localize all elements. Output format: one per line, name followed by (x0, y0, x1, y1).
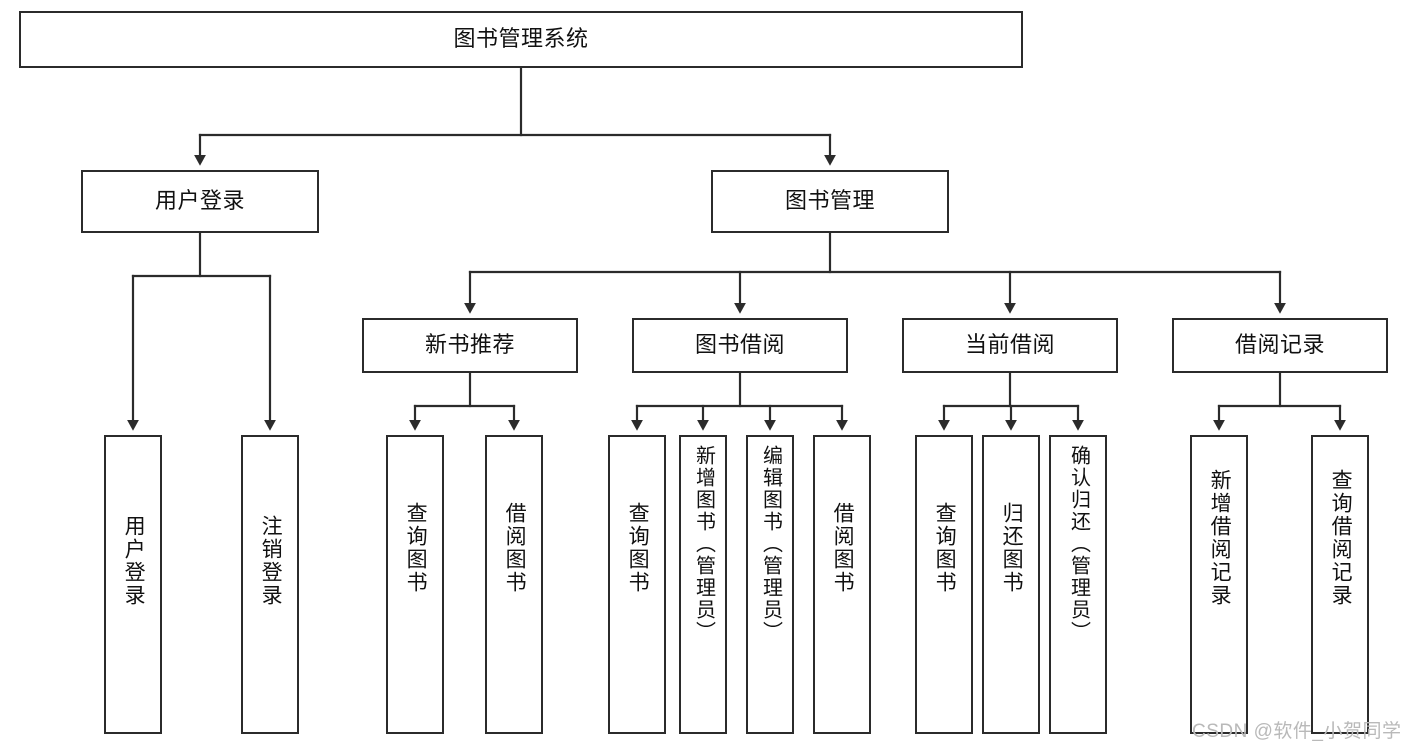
node-book-borrow[interactable]: 图书借阅 (632, 318, 848, 373)
node-leaf-add-record[interactable]: 新增借阅记录 (1190, 435, 1248, 734)
node-leaf-return-book-label: 归还图书 (1000, 502, 1024, 594)
node-new-book-rec[interactable]: 新书推荐 (362, 318, 578, 373)
node-leaf-confirm-return[interactable]: 确认归还（管理员） (1049, 435, 1107, 734)
node-leaf-edit-book[interactable]: 编辑图书（管理员） (746, 435, 794, 734)
node-leaf-query-record[interactable]: 查询借阅记录 (1311, 435, 1369, 734)
node-leaf-query-book-2-label: 查询图书 (626, 502, 650, 594)
node-leaf-borrow-book-1[interactable]: 借阅图书 (485, 435, 543, 734)
node-leaf-confirm-return-label: 确认归还（管理员） (1067, 445, 1090, 643)
node-leaf-query-book-3-label: 查询图书 (933, 502, 957, 594)
node-leaf-user-login-label: 用户登录 (122, 515, 146, 607)
node-current-borrow-label: 当前借阅 (964, 332, 1055, 358)
node-root-label: 图书管理系统 (453, 26, 589, 52)
node-current-borrow[interactable]: 当前借阅 (902, 318, 1118, 373)
node-leaf-add-book-label: 新增图书（管理员） (692, 445, 715, 643)
node-book-manage[interactable]: 图书管理 (711, 170, 949, 233)
node-leaf-borrow-book-2-label: 借阅图书 (831, 502, 855, 594)
node-book-manage-label: 图书管理 (784, 188, 875, 214)
node-leaf-user-login[interactable]: 用户登录 (104, 435, 162, 734)
node-borrow-record[interactable]: 借阅记录 (1172, 318, 1388, 373)
node-user-login-label: 用户登录 (154, 188, 245, 214)
node-leaf-add-record-label: 新增借阅记录 (1208, 469, 1232, 607)
node-leaf-return-book[interactable]: 归还图书 (982, 435, 1040, 734)
node-leaf-query-book-1-label: 查询图书 (404, 502, 428, 594)
node-leaf-user-logout[interactable]: 注销登录 (241, 435, 299, 734)
node-leaf-query-book-3[interactable]: 查询图书 (915, 435, 973, 734)
node-leaf-user-logout-label: 注销登录 (259, 515, 283, 607)
node-leaf-borrow-book-1-label: 借阅图书 (503, 502, 527, 594)
node-leaf-borrow-book-2[interactable]: 借阅图书 (813, 435, 871, 734)
node-root[interactable]: 图书管理系统 (19, 11, 1023, 68)
node-leaf-query-book-2[interactable]: 查询图书 (608, 435, 666, 734)
node-user-login[interactable]: 用户登录 (81, 170, 319, 233)
node-leaf-edit-book-label: 编辑图书（管理员） (759, 445, 782, 643)
node-new-book-rec-label: 新书推荐 (424, 332, 515, 358)
node-leaf-query-book-1[interactable]: 查询图书 (386, 435, 444, 734)
node-leaf-add-book[interactable]: 新增图书（管理员） (679, 435, 727, 734)
node-book-borrow-label: 图书借阅 (694, 332, 785, 358)
node-borrow-record-label: 借阅记录 (1234, 332, 1325, 358)
node-leaf-query-record-label: 查询借阅记录 (1329, 469, 1353, 607)
